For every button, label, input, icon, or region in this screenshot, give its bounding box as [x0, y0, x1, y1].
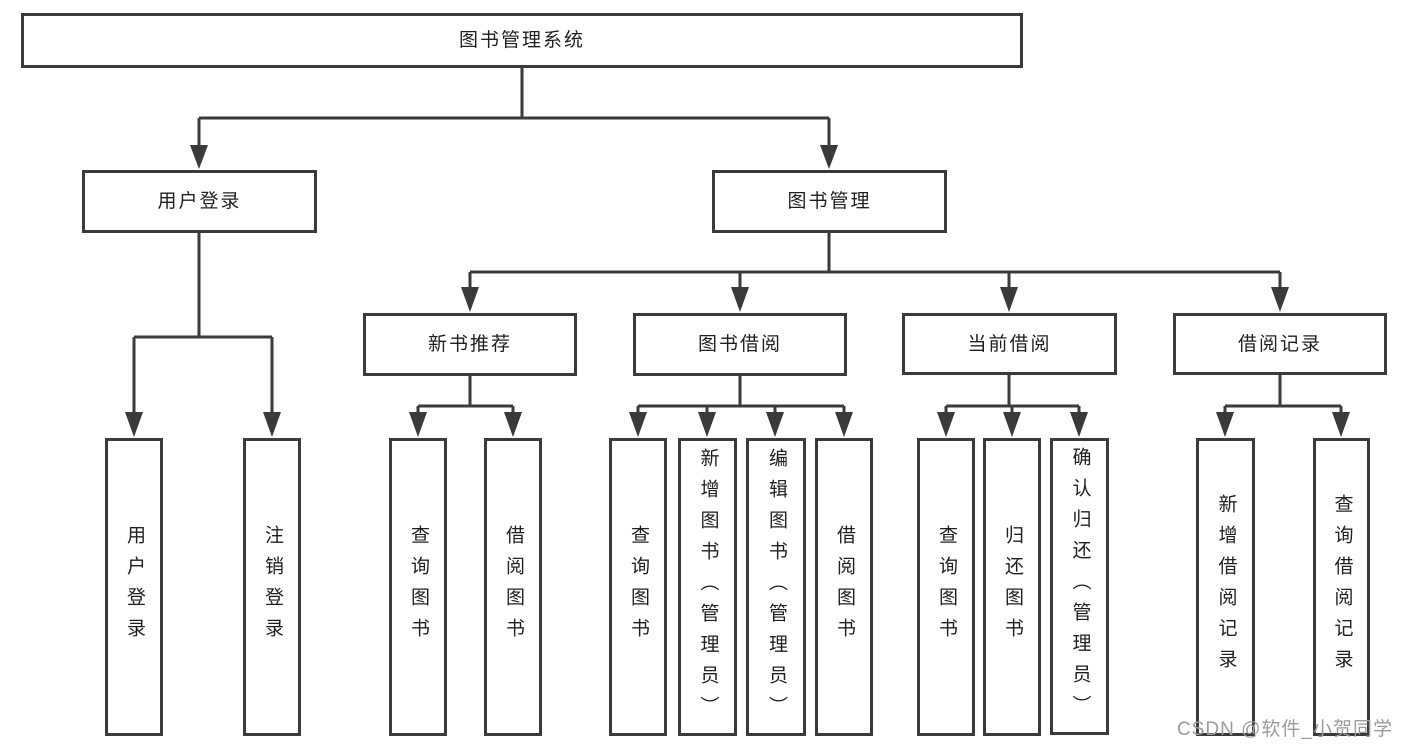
leaf-borrow-books-recommend: 借阅图书: [484, 438, 542, 736]
connector-user-login-children: [132, 233, 274, 414]
leaf-query-borrow-record: 查询借阅记录: [1313, 438, 1370, 736]
node-current-borrow: 当前借阅: [902, 313, 1117, 375]
leaf-query-books-recommend: 查询图书: [389, 438, 447, 736]
watermark: CSDN @软件_小贺同学: [1177, 719, 1393, 740]
node-user-login: 用户登录: [82, 170, 317, 233]
node-book-management: 图书管理: [712, 170, 947, 233]
leaf-add-book-admin: 新增图书（管理员）: [678, 438, 737, 736]
leaf-return-book: 归还图书: [983, 438, 1041, 736]
connector-new-book-children: [416, 376, 515, 414]
leaf-borrow-books: 借阅图书: [815, 438, 873, 736]
connector-current-borrow-children: [944, 375, 1081, 414]
connector-root-to-level2: [197, 68, 831, 147]
leaf-user-login: 用户登录: [105, 438, 163, 736]
leaf-edit-book-admin: 编辑图书（管理员）: [746, 438, 806, 736]
leaf-query-books-current: 查询图书: [917, 438, 975, 736]
node-library-management-system: 图书管理系统: [21, 13, 1023, 68]
leaf-logout: 注销登录: [243, 438, 301, 736]
connector-borrow-records-children: [1223, 375, 1343, 414]
connector-book-management-to-level3: [468, 233, 1282, 289]
connector-book-borrow-children: [636, 376, 846, 414]
node-book-borrow: 图书借阅: [633, 313, 847, 376]
node-new-book-recommend: 新书推荐: [363, 313, 577, 376]
leaf-confirm-return-admin: 确认归还（管理员）: [1050, 438, 1109, 735]
node-borrow-records: 借阅记录: [1173, 313, 1387, 375]
leaf-add-borrow-record: 新增借阅记录: [1196, 438, 1255, 736]
leaf-query-books-borrow: 查询图书: [609, 438, 667, 736]
